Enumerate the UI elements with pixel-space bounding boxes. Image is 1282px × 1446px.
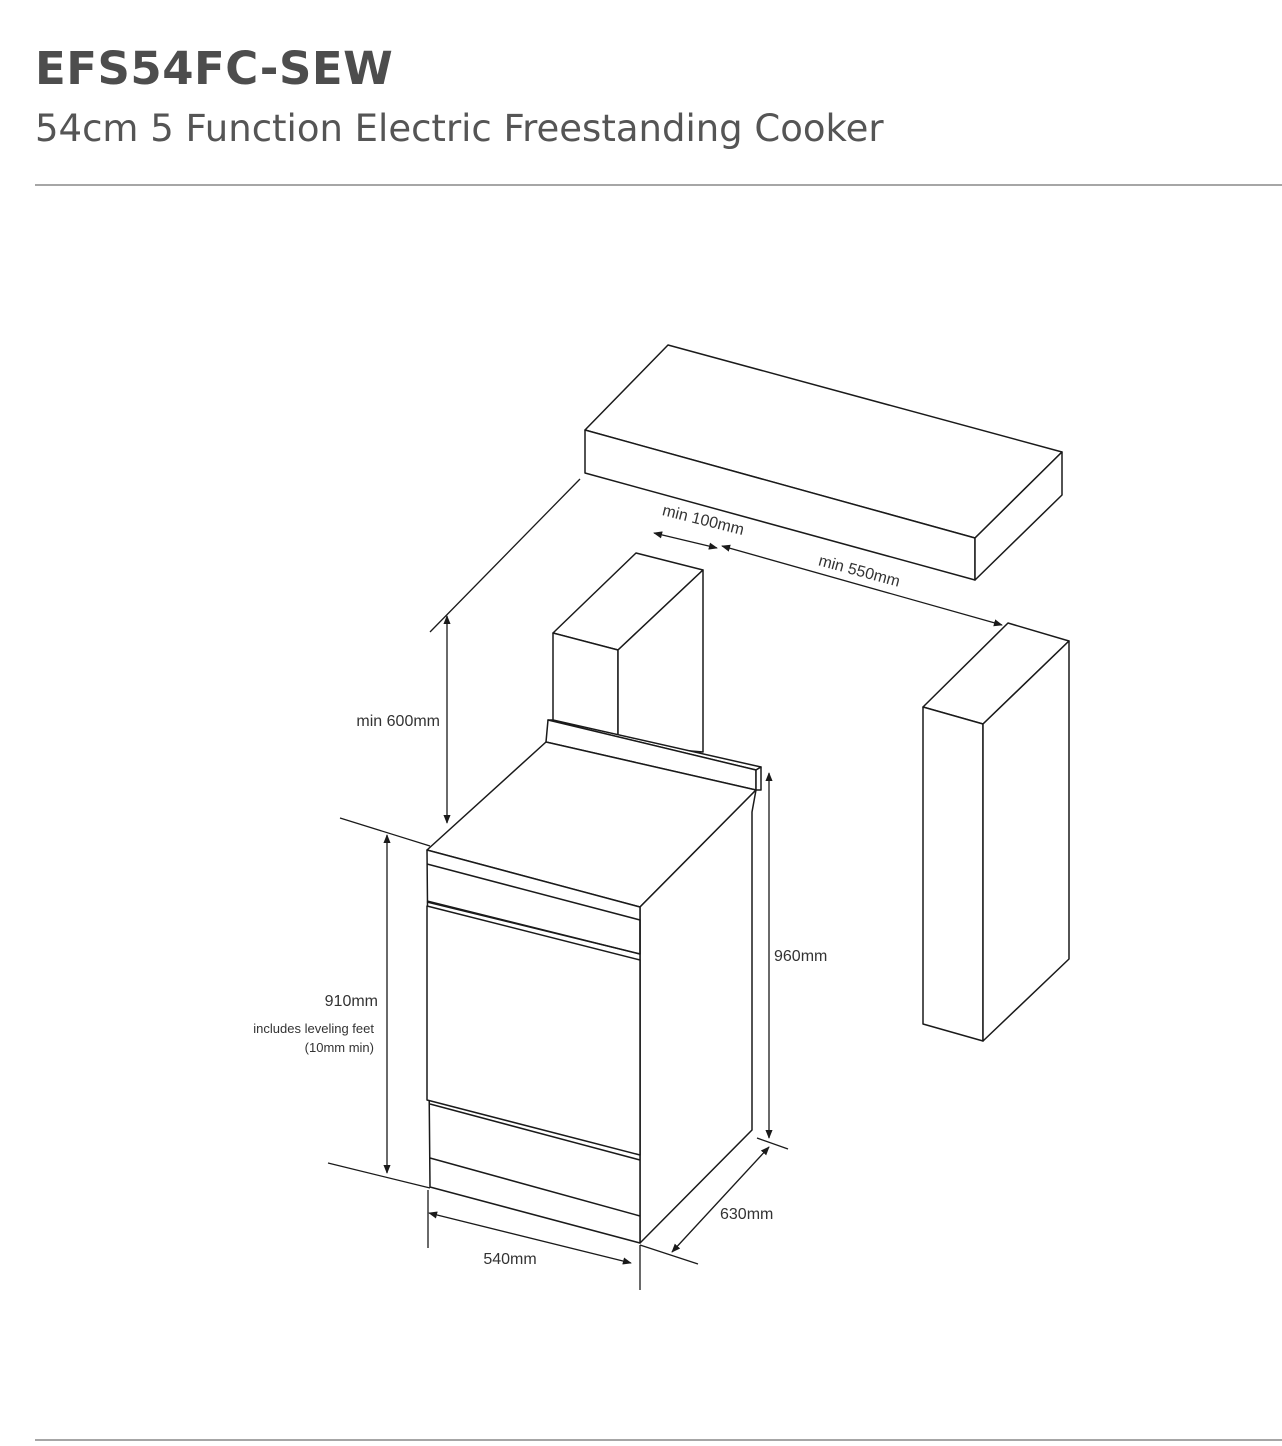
top-divider	[35, 184, 1282, 186]
label-910-note-1: includes leveling feet	[253, 1021, 374, 1036]
label-910-note-2: (10mm min)	[305, 1040, 374, 1055]
dim-540-extension	[427, 1190, 641, 1290]
left-side-cabinet	[552, 552, 704, 753]
label-min-600: min 600mm	[356, 713, 440, 730]
dim-910-extension	[327, 817, 431, 1189]
label-960: 960mm	[774, 948, 827, 965]
bottom-divider	[35, 1439, 1282, 1441]
overhead-cabinet	[584, 344, 1063, 581]
label-910: 910mm	[325, 993, 378, 1010]
cooker	[426, 719, 762, 1244]
dim-960-extension	[756, 772, 789, 1150]
dim-min-600-extension	[429, 478, 581, 824]
label-630: 630mm	[720, 1206, 773, 1223]
right-side-cabinet	[922, 622, 1070, 1042]
dim-630-extension	[639, 1146, 770, 1265]
label-540: 540mm	[483, 1251, 536, 1268]
model-number: EFS54FC-SEW	[35, 42, 394, 95]
dim-min-100-arrow	[653, 531, 718, 550]
product-subtitle: 54cm 5 Function Electric Freestanding Co…	[35, 107, 884, 150]
dim-min-550-arrow	[721, 544, 1003, 627]
header: EFS54FC-SEW 54cm 5 Function Electric Fre…	[0, 0, 1282, 190]
